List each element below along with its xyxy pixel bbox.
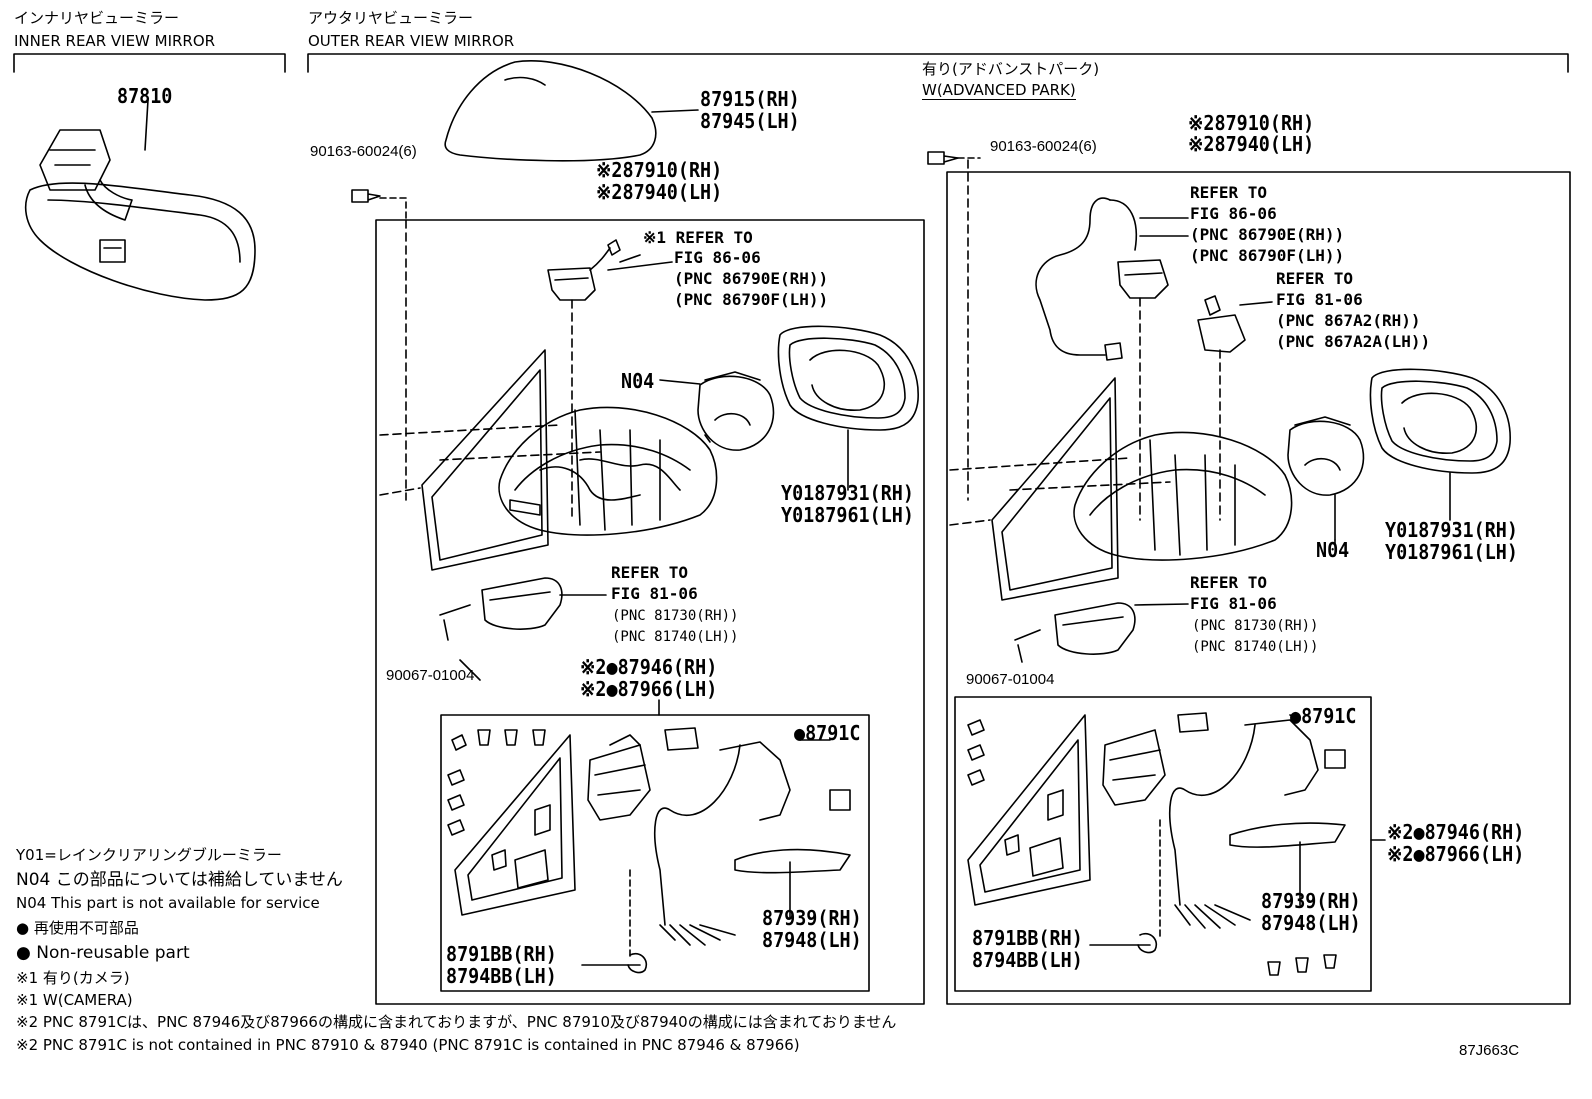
mirror-glass-left <box>777 325 919 491</box>
part-8791bb-label-right: 8791BB(RH) <box>972 926 1083 950</box>
n04-label-right: N04 <box>1316 538 1350 562</box>
lamp-ref-right-line2: FIG 81-06 <box>1190 594 1277 613</box>
sensor-ref-right-line4: (PNC 867A2A(LH)) <box>1276 332 1431 351</box>
right-kit-box <box>954 696 1372 992</box>
sensor-right <box>1197 295 1273 521</box>
mirror-y0187931-label-left: Y0187931(RH) <box>781 481 914 505</box>
kit-87966-label-right: ※2●87966(LH) <box>1387 842 1525 866</box>
part-87940-label-left: ※287940(LH) <box>596 180 723 204</box>
part-87810-label: 87810 <box>117 84 173 108</box>
mirror-y0187961-label-left: Y0187961(LH) <box>781 503 914 527</box>
note-nonreusable-jp: ● 再使用不可部品 <box>16 919 139 937</box>
part-8794bb-label-left: 8794BB(LH) <box>446 964 557 988</box>
screw-top-left <box>351 189 407 501</box>
mirror-cover-drawing <box>444 60 699 162</box>
part-87939-label-right: 87939(RH) <box>1261 889 1361 913</box>
camera-ref-right-line4: (PNC 86790F(LH)) <box>1190 246 1345 265</box>
camera-ref-left-line2: FIG 86-06 <box>674 248 761 267</box>
camera-ref-right-line1: REFER TO <box>1190 183 1268 202</box>
lamp-ref-left-line4: (PNC 81740(LH)) <box>612 629 739 645</box>
part-87948-label-right: 87948(LH) <box>1261 911 1361 935</box>
mirror-y0187961-label-right: Y0187961(LH) <box>1385 540 1518 564</box>
kit-87946-label-right: ※2●87946(RH) <box>1387 820 1525 844</box>
right-mirror-body <box>949 377 1293 601</box>
kit-87966-label-left: ※2●87966(LH) <box>580 677 718 701</box>
inner-section-bracket <box>13 53 286 73</box>
n04-label-left: N04 <box>621 369 655 393</box>
part-87948-label-left: 87948(LH) <box>762 928 862 952</box>
left-assembly-box <box>375 219 925 1005</box>
sensor-ref-right-line3: (PNC 867A2(RH)) <box>1276 311 1421 330</box>
note-nonreusable-en: ● Non-reusable part <box>16 943 190 963</box>
camera-ref-right-line3: (PNC 86790E(RH)) <box>1190 225 1345 244</box>
note-n04-en: N04 This part is not available for servi… <box>16 894 320 912</box>
part-8791c-label-right: ●8791C <box>1290 704 1357 728</box>
part-8791bb-label-left: 8791BB(RH) <box>446 942 557 966</box>
note-star1-en: ※1 W(CAMERA) <box>16 991 133 1009</box>
left-mirror-body <box>379 349 718 571</box>
part-87915-label: 87915(RH) <box>700 87 800 111</box>
note-star1-jp: ※1 有り(カメラ) <box>16 969 130 987</box>
part-87910-label-left: ※287910(RH) <box>596 158 723 182</box>
figure-code: 87J663C <box>1459 1042 1520 1059</box>
part-8791c-label-left: ●8791C <box>794 721 861 745</box>
screw-90067-label-right: 90067-01004 <box>966 671 1055 688</box>
lamp-ref-left-line2: FIG 81-06 <box>611 584 698 603</box>
camera-ref-left-line3: (PNC 86790E(RH)) <box>674 269 829 288</box>
sensor-ref-right-line2: FIG 81-06 <box>1276 290 1363 309</box>
screw-90067-label-left: 90067-01004 <box>386 667 475 684</box>
mirror-glass-right <box>1369 368 1511 521</box>
actuator-left <box>659 371 775 451</box>
inner-mirror-drawing <box>24 99 256 301</box>
mirror-y0187931-label-right: Y0187931(RH) <box>1385 518 1518 542</box>
turn-lamp-left <box>439 577 607 641</box>
camera-left <box>547 239 641 521</box>
camera-ref-left-line1: ※1 REFER TO <box>643 228 753 247</box>
lamp-ref-right-line3: (PNC 81730(RH)) <box>1192 618 1319 634</box>
part-8794bb-label-right: 8794BB(LH) <box>972 948 1083 972</box>
left-kit-parts <box>447 727 851 974</box>
lamp-ref-right-line1: REFER TO <box>1190 573 1268 592</box>
inner-section-title-en: INNER REAR VIEW MIRROR <box>14 32 216 50</box>
lamp-ref-right-line4: (PNC 81740(LH)) <box>1192 639 1319 655</box>
advanced-park-title-jp: 有り(アドバンストパーク) <box>922 60 1100 78</box>
outer-section-title-en: OUTER REAR VIEW MIRROR <box>308 32 515 50</box>
leader-lines <box>459 235 1336 966</box>
actuator-right <box>1287 416 1365 541</box>
part-87910-label-right: ※287910(RH) <box>1188 111 1315 135</box>
turn-lamp-right <box>1014 602 1189 663</box>
part-87945-label: 87945(LH) <box>700 109 800 133</box>
note-y01: Y01=レインクリアリングブルーミラー <box>16 846 282 864</box>
camera-ref-left-line4: (PNC 86790F(LH)) <box>674 290 829 309</box>
kit-87946-label-left: ※2●87946(RH) <box>580 655 718 679</box>
screw-90163-label-left: 90163-60024(6) <box>310 143 417 160</box>
outer-section-bracket <box>307 53 1569 73</box>
note-n04-jp: N04 この部品については補給していません <box>16 870 343 890</box>
part-87940-label-right: ※287940(LH) <box>1188 132 1315 156</box>
part-87939-label-left: 87939(RH) <box>762 906 862 930</box>
lamp-ref-left-line3: (PNC 81730(RH)) <box>612 608 739 624</box>
inner-section-title-jp: インナリヤビューミラー <box>14 9 180 27</box>
screw-90163-label-right: 90163-60024(6) <box>990 138 1097 155</box>
note-star2-jp: ※2 PNC 8791Cは、PNC 87946及び87966の構成に含まれており… <box>16 1013 897 1031</box>
right-assembly-box <box>946 171 1571 1005</box>
advanced-park-title-en: W(ADVANCED PARK) <box>922 81 1076 100</box>
camera-ref-right-line2: FIG 86-06 <box>1190 204 1277 223</box>
outer-section-title-jp: アウタリヤビューミラー <box>308 9 474 27</box>
screw-top-right <box>927 151 981 501</box>
left-kit-box <box>440 714 870 992</box>
note-star2-en: ※2 PNC 8791C is not contained in PNC 879… <box>16 1036 800 1054</box>
lamp-ref-left-line1: REFER TO <box>611 563 689 582</box>
sensor-ref-right-line1: REFER TO <box>1276 269 1354 288</box>
right-kit-parts <box>967 712 1346 976</box>
